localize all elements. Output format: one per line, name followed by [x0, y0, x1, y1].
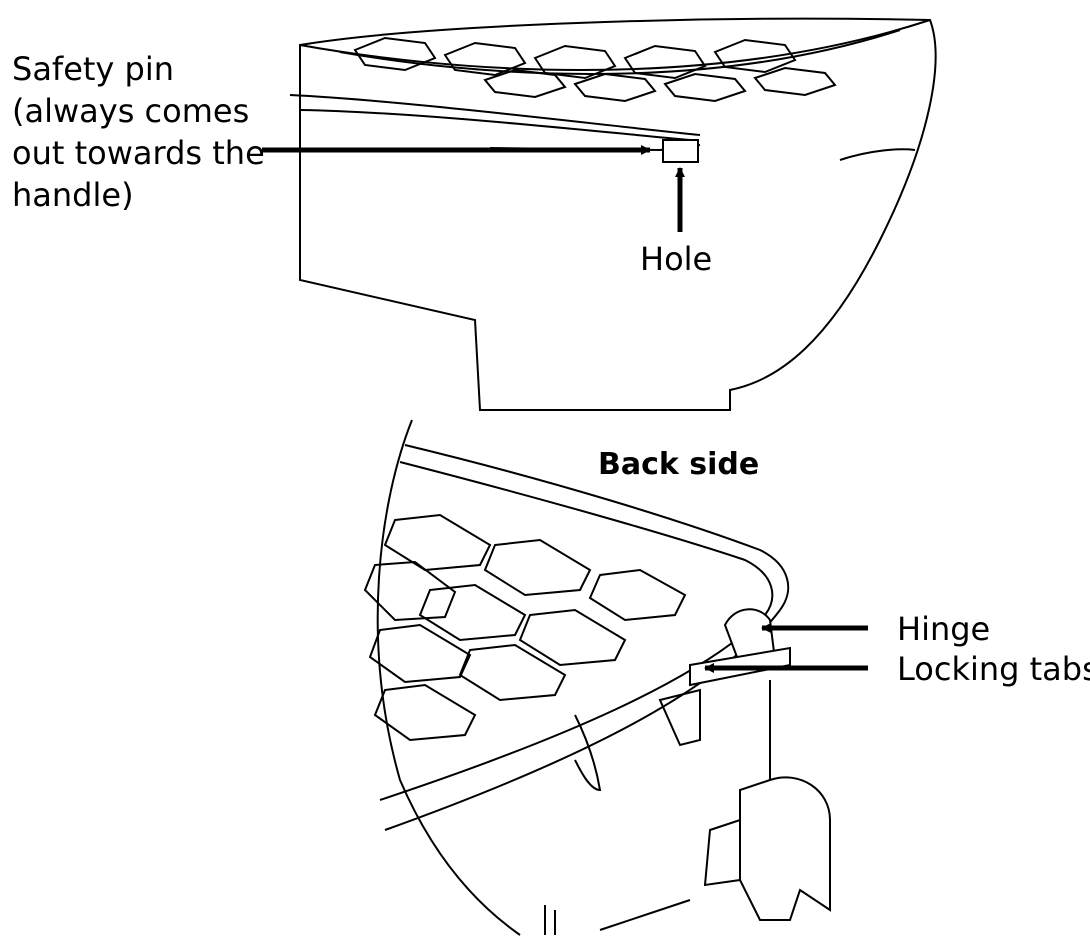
locking-tabs-label: Locking tabs: [897, 650, 1090, 688]
hinge-label: Hinge: [897, 610, 991, 648]
safety-pin-label-line-3: out towards the: [12, 134, 265, 172]
safety-pin-label: Safety pin (always comes out towards the…: [12, 48, 265, 216]
safety-pin-label-line-2: (always comes: [12, 92, 250, 130]
safety-pin-label-line-1: Safety pin: [12, 50, 175, 88]
hole-label: Hole: [640, 240, 713, 278]
safety-pin-label-line-4: handle): [12, 176, 134, 214]
back-side-label: Back side: [598, 447, 760, 482]
bottom-back-side-illustration: [363, 419, 831, 936]
top-lid-illustration: [289, 17, 937, 411]
